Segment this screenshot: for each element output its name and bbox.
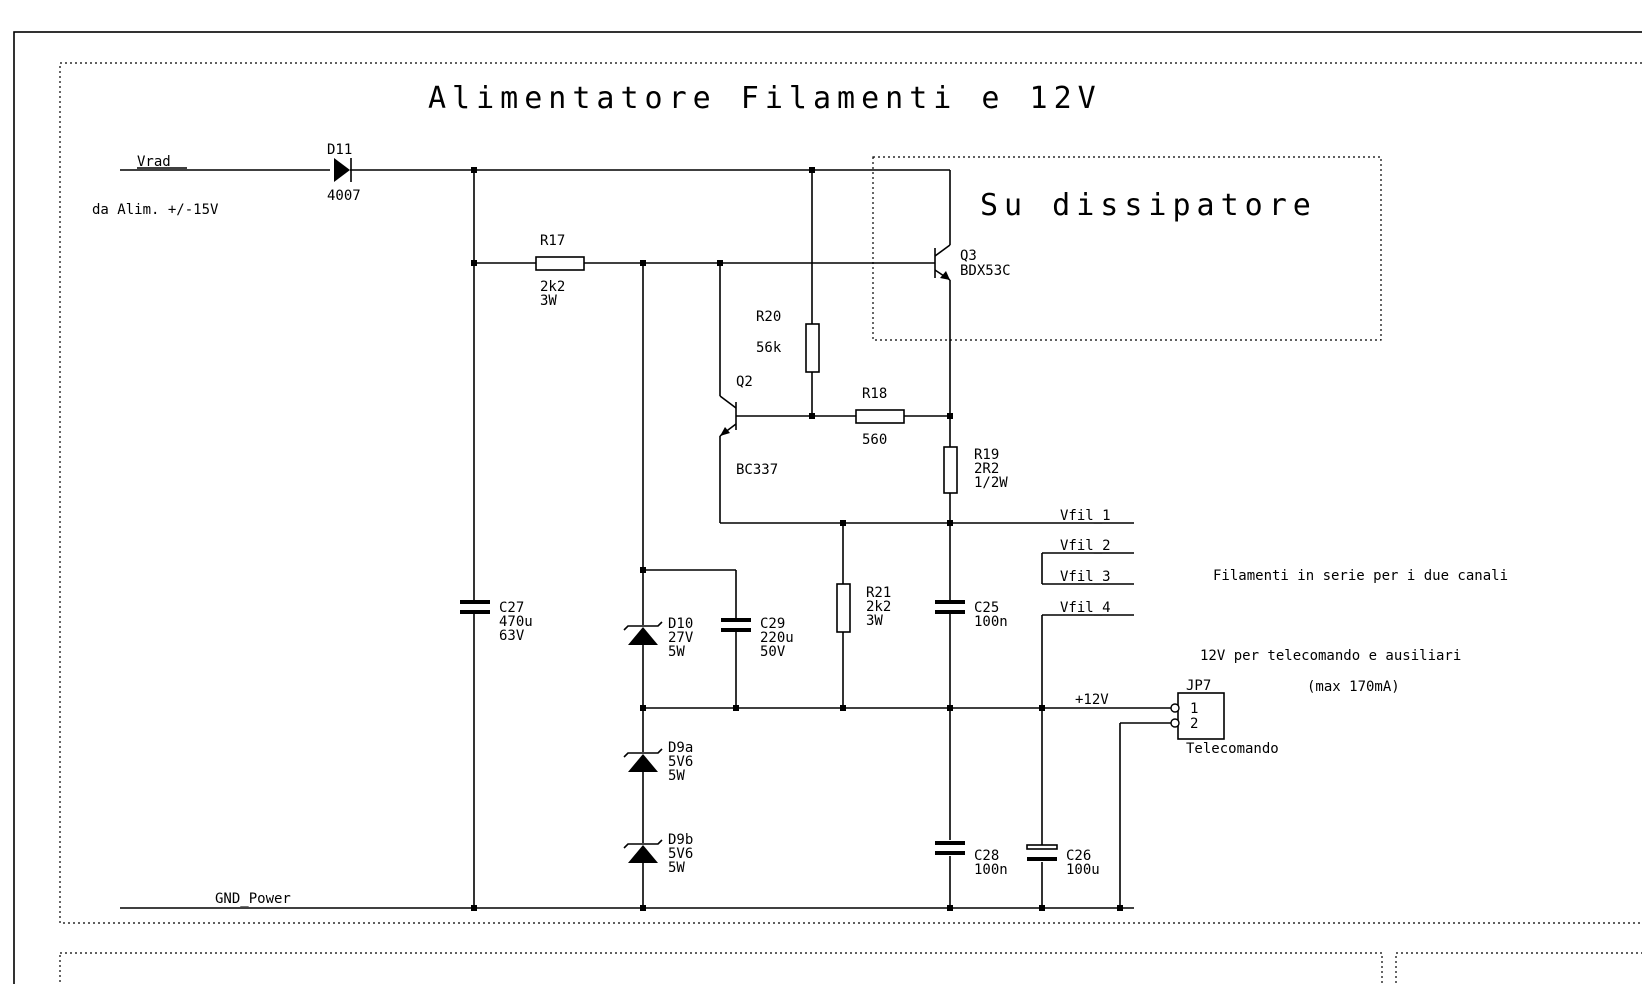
- svg-text:C28: C28: [974, 848, 999, 864]
- svg-text:2k2: 2k2: [866, 599, 891, 615]
- lower-frame-left: [59, 952, 1383, 984]
- svg-text:BC337: BC337: [736, 462, 778, 478]
- note-max-current: (max 170mA): [1307, 679, 1400, 695]
- svg-text:Q3: Q3: [960, 248, 977, 264]
- schematic-title: Alimentatore Filamenti e 12V: [428, 81, 1102, 116]
- svg-text:5V6: 5V6: [668, 846, 693, 862]
- svg-text:27V: 27V: [668, 630, 694, 646]
- svg-text:R21: R21: [866, 585, 891, 601]
- capacitor-c27: C27 470u 63V: [460, 600, 533, 644]
- heatsink-box: [872, 156, 1382, 341]
- svg-text:Q2: Q2: [736, 374, 753, 390]
- svg-text:C25: C25: [974, 600, 999, 616]
- capacitor-c25: C25 100n: [935, 600, 1008, 630]
- svg-text:D9a: D9a: [668, 740, 693, 756]
- transistor-q2: Q2 BC337: [719, 374, 778, 478]
- notes: Filamenti in serie per i due canali 12V …: [1200, 568, 1508, 695]
- capacitor-c26: C26 100u: [1026, 844, 1100, 878]
- svg-text:C26: C26: [1066, 848, 1091, 864]
- svg-text:5V6: 5V6: [668, 754, 693, 770]
- net-labels: Vrad da Alim. +/-15V GND_Power Vfil_1 Vf…: [92, 154, 1111, 907]
- svg-text:50V: 50V: [760, 644, 786, 660]
- svg-text:2: 2: [1190, 716, 1198, 732]
- svg-text:100n: 100n: [974, 614, 1008, 630]
- svg-text:63V: 63V: [499, 628, 525, 644]
- note-remote: 12V per telecomando e ausiliari: [1200, 648, 1461, 664]
- svg-text:JP7: JP7: [1186, 678, 1211, 694]
- capacitor-c28: C28 100n: [935, 841, 1008, 878]
- svg-text:D11: D11: [327, 142, 352, 158]
- net-vfil1: Vfil_1: [1060, 508, 1111, 524]
- connector-jp7: JP7 1 2 Telecomando: [1170, 678, 1279, 757]
- svg-text:100n: 100n: [974, 862, 1008, 878]
- resistor-r20: R20 56k: [756, 309, 820, 373]
- svg-text:56k: 56k: [756, 340, 782, 356]
- svg-text:5W: 5W: [668, 768, 685, 784]
- resistor-r19: R19 2R2 1/2W: [943, 446, 1008, 494]
- svg-text:470u: 470u: [499, 614, 533, 630]
- resistor-r21: R21 2k2 3W: [836, 583, 891, 633]
- note-filaments: Filamenti in serie per i due canali: [1213, 568, 1508, 584]
- net-gnd: GND_Power: [215, 891, 291, 907]
- capacitor-c29: C29 220u 50V: [721, 616, 794, 660]
- svg-text:5W: 5W: [668, 860, 685, 876]
- svg-text:R17: R17: [540, 233, 565, 249]
- zener-d10: D10 27V 5W: [623, 616, 694, 660]
- net-vfil2: Vfil_2: [1060, 538, 1111, 554]
- svg-text:560: 560: [862, 432, 887, 448]
- sheet-border: [13, 31, 1642, 984]
- svg-text:R19: R19: [974, 447, 999, 463]
- net-vfil4: Vfil_4: [1060, 600, 1111, 616]
- net-plus12: +12V: [1075, 692, 1109, 708]
- net-vrad-note: da Alim. +/-15V: [92, 202, 219, 218]
- net-vfil3: Vfil_3: [1060, 569, 1111, 585]
- junction-dots: [471, 167, 1123, 911]
- svg-text:C29: C29: [760, 616, 785, 632]
- svg-text:C27: C27: [499, 600, 524, 616]
- svg-text:Telecomando: Telecomando: [1186, 741, 1279, 757]
- section-frame: [59, 62, 1642, 924]
- svg-text:100u: 100u: [1066, 862, 1100, 878]
- svg-text:2k2: 2k2: [540, 279, 565, 295]
- svg-text:R20: R20: [756, 309, 781, 325]
- svg-text:D9b: D9b: [668, 832, 693, 848]
- transistor-q3: Q3 BDX53C: [934, 244, 1011, 281]
- svg-text:1/2W: 1/2W: [974, 475, 1008, 491]
- svg-text:3W: 3W: [540, 293, 557, 309]
- heatsink-label: Su dissipatore: [980, 188, 1317, 223]
- svg-text:3W: 3W: [866, 613, 883, 629]
- resistor-r18: R18 560: [855, 386, 905, 448]
- net-vrad: Vrad: [137, 154, 171, 170]
- svg-text:220u: 220u: [760, 630, 794, 646]
- svg-text:D10: D10: [668, 616, 693, 632]
- svg-text:1: 1: [1190, 701, 1198, 717]
- zener-d9a: D9a 5V6 5W: [623, 740, 693, 784]
- wires: [120, 169, 1172, 909]
- svg-text:2R2: 2R2: [974, 461, 999, 477]
- resistor-r17: R17 2k2 3W: [535, 233, 585, 309]
- svg-text:4007: 4007: [327, 188, 361, 204]
- diode-d11: D11 4007: [327, 142, 361, 204]
- svg-text:BDX53C: BDX53C: [960, 263, 1011, 279]
- svg-text:5W: 5W: [668, 644, 685, 660]
- lower-frame-right: [1395, 952, 1642, 984]
- svg-text:R18: R18: [862, 386, 887, 402]
- zener-d9b: D9b 5V6 5W: [623, 832, 693, 876]
